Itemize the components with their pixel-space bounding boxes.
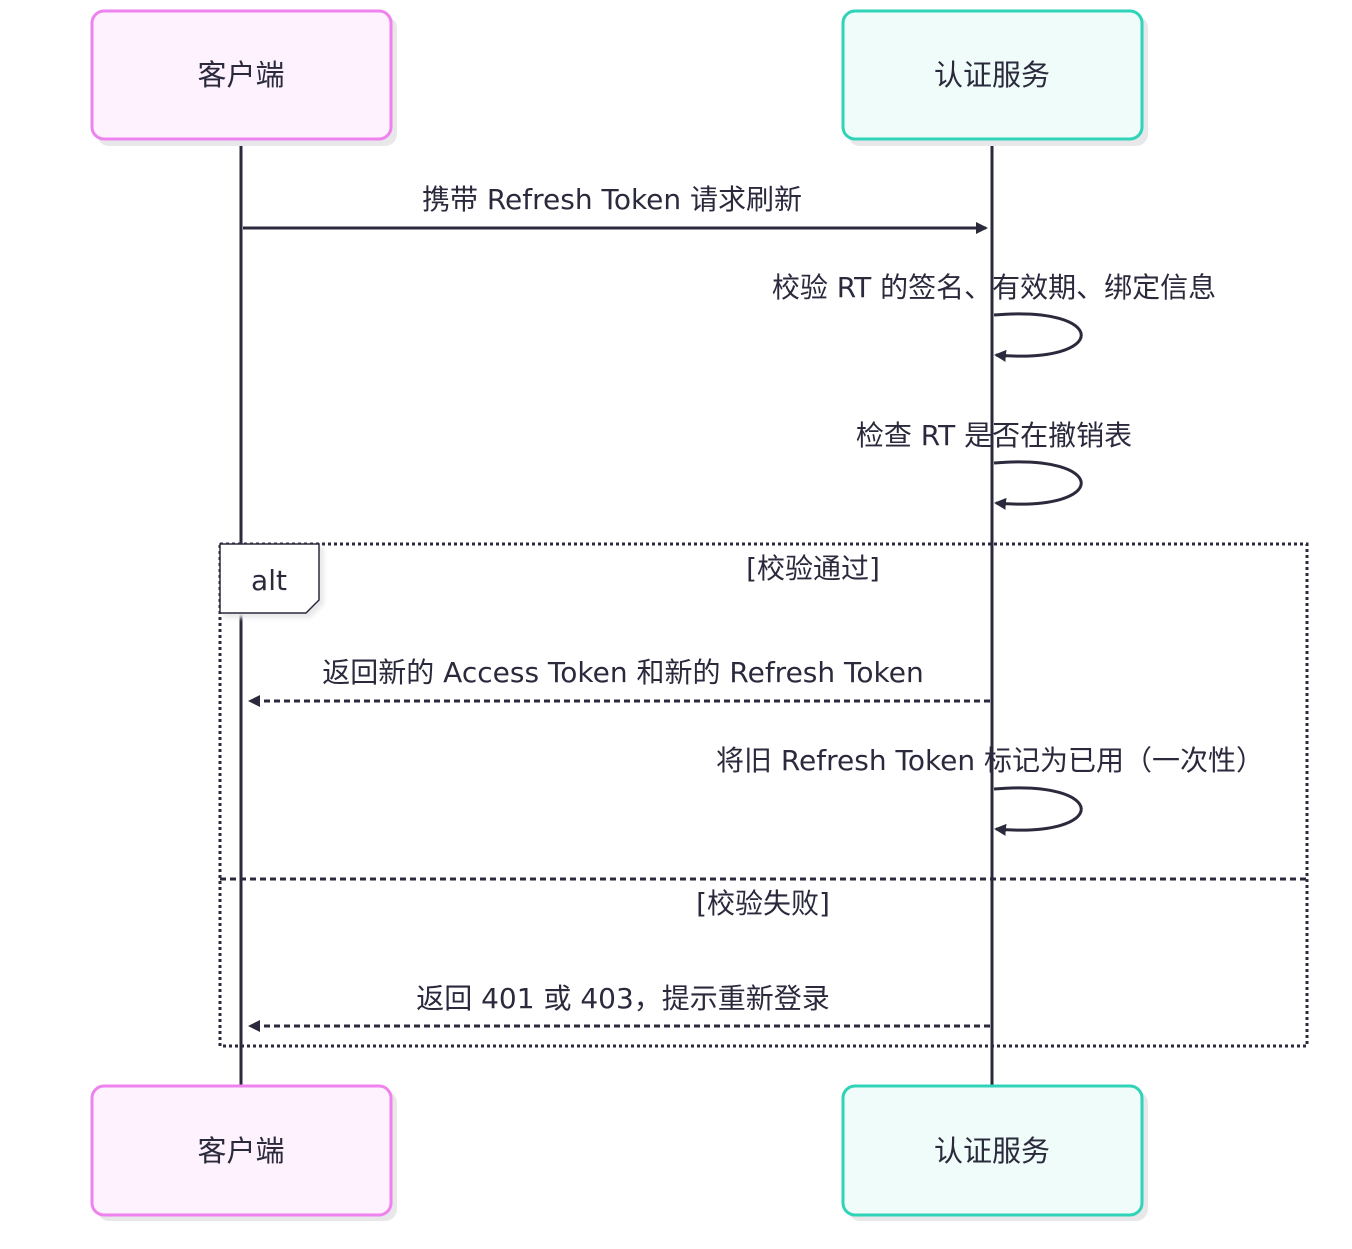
message-label: 校验 RT 的签名、有效期、绑定信息 <box>772 271 1216 304</box>
alt-condition-pass: [校验通过] <box>746 552 880 585</box>
message-mark-used: 将旧 Refresh Token 标记为已用（一次性） <box>716 744 1264 836</box>
message-label: 将旧 Refresh Token 标记为已用（一次性） <box>716 744 1264 777</box>
message-request-refresh: 携带 Refresh Token 请求刷新 <box>243 183 988 234</box>
self-loop-arrow <box>993 460 1083 510</box>
message-label: 返回 401 或 403，提示重新登录 <box>416 982 830 1015</box>
message-label: 返回新的 Access Token 和新的 Refresh Token <box>322 656 923 689</box>
participant-label: 客户端 <box>197 58 284 92</box>
participant-label: 认证服务 <box>934 1134 1050 1168</box>
participant-box <box>90 1084 393 1217</box>
message-return-new-tokens: 返回新的 Access Token 和新的 Refresh Token <box>248 656 990 707</box>
participant-client-bottom: 客户端 <box>90 1084 397 1221</box>
message-verify-rt: 校验 RT 的签名、有效期、绑定信息 <box>772 271 1216 362</box>
alt-condition-fail: [校验失败] <box>696 887 830 920</box>
message-label: 检查 RT 是否在撤销表 <box>856 419 1132 452</box>
alt-label-box <box>219 543 320 614</box>
alt-label: alt <box>251 564 287 597</box>
participant-label: 认证服务 <box>934 58 1050 92</box>
alt-fragment-frame <box>218 542 1309 1048</box>
message-return-error: 返回 401 或 403，提示重新登录 <box>248 982 990 1032</box>
self-loop-arrow <box>993 312 1083 362</box>
participant-auth-bottom: 认证服务 <box>841 1084 1148 1221</box>
message-label: 携带 Refresh Token 请求刷新 <box>422 183 802 216</box>
participant-client-top: 客户端 <box>90 9 397 146</box>
message-check-revocation: 检查 RT 是否在撤销表 <box>856 419 1132 510</box>
participant-label: 客户端 <box>197 1134 284 1168</box>
participant-box <box>90 9 393 141</box>
participant-auth-top: 认证服务 <box>841 9 1148 146</box>
participant-box <box>841 1084 1144 1217</box>
self-loop-arrow <box>993 786 1083 836</box>
alt-fragment: alt [校验通过] [校验失败] <box>218 542 1309 1048</box>
participant-box <box>841 9 1144 141</box>
